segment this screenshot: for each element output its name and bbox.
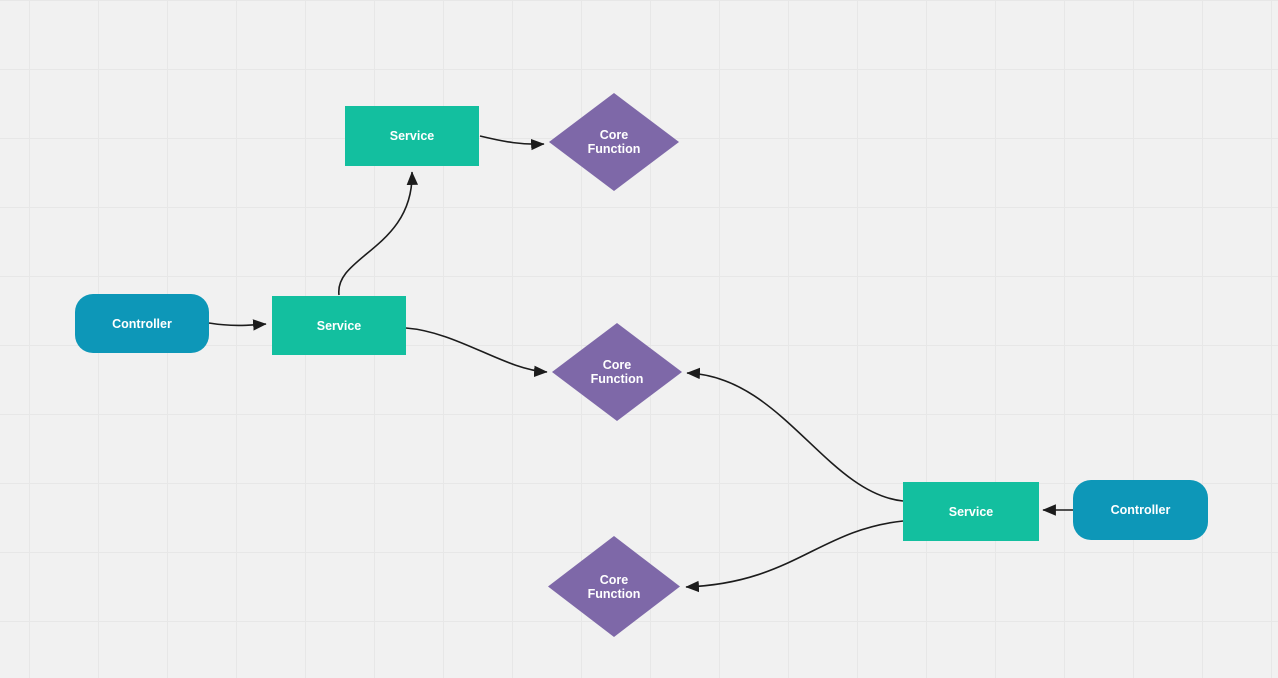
connector-service-middle-to-core-function-middle[interactable] — [405, 327, 548, 378]
node-service-top[interactable]: Service — [345, 106, 479, 166]
node-label: Service — [316, 318, 362, 333]
node-controller-right[interactable]: Controller — [1073, 480, 1208, 540]
node-label: Service — [389, 129, 435, 143]
node-core-function-top[interactable]: Core Function — [549, 93, 679, 191]
node-label: Core Function — [587, 572, 641, 601]
node-label: Core Function — [587, 128, 641, 156]
node-service-right[interactable]: Service — [903, 482, 1039, 541]
node-service-middle[interactable]: Service — [272, 296, 406, 355]
node-core-function-bottom[interactable]: Core Function — [548, 536, 680, 637]
node-controller-left[interactable]: Controller — [75, 294, 209, 353]
node-label: Service — [948, 504, 994, 519]
connector-controller-left-to-service-middle[interactable] — [208, 319, 267, 331]
node-label: Controller — [1110, 503, 1171, 517]
node-core-function-middle[interactable]: Core Function — [552, 323, 682, 421]
connector-service-top-to-core-function-top[interactable] — [479, 135, 545, 151]
node-label: Core Function — [590, 358, 644, 386]
node-label: Controller — [112, 316, 172, 331]
connector-service-right-to-core-function-middle[interactable] — [686, 367, 904, 502]
connector-service-middle-to-service-top[interactable] — [338, 171, 419, 296]
connector-service-right-to-core-function-bottom[interactable] — [685, 520, 904, 593]
